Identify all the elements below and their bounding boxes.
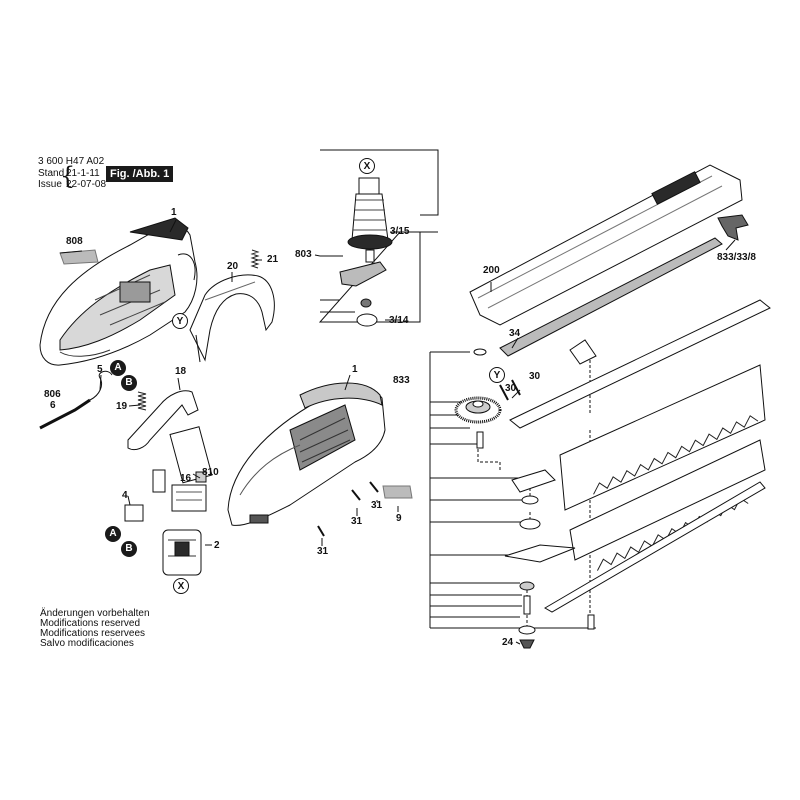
bearing-plate (339, 261, 387, 287)
callout-4: 4 (122, 490, 128, 501)
spacer-plate (511, 469, 556, 493)
callout-16: 16 (180, 473, 192, 484)
blade-guard (469, 164, 743, 326)
marker-a-bottom: A (105, 526, 121, 542)
housing-half-left (39, 217, 198, 366)
gear-rail (509, 299, 771, 429)
modification-notes: Änderungen vorbehalten Modifications res… (40, 609, 150, 649)
callout-19: 19 (116, 401, 128, 412)
rail-34 (499, 237, 723, 357)
callout-34: 34 (509, 328, 521, 339)
note-de: Änderungen vorbehalten (40, 608, 150, 619)
callout-5: 5 (97, 364, 103, 375)
callout-1-right-housing: 1 (352, 364, 358, 375)
callout-30-b: 30 (505, 383, 517, 394)
bearing-3-14 (356, 313, 378, 327)
pin-2 (523, 595, 531, 615)
issue-label: Issue (38, 179, 62, 190)
label-tag-808 (59, 249, 99, 265)
marker-x-top: X (359, 158, 375, 174)
washer-top (473, 348, 487, 356)
nut-24 (519, 639, 535, 649)
pin (476, 431, 484, 449)
washer-24 (518, 625, 536, 635)
marker-x-bottom: X (173, 578, 189, 594)
washer-3 (519, 581, 535, 591)
callout-31-b: 31 (371, 500, 383, 511)
callout-810: 810 (202, 467, 219, 478)
callout-1-left-housing: 1 (171, 207, 177, 218)
washer (521, 495, 539, 505)
stand-label: Stand (38, 168, 65, 179)
callout-21: 21 (267, 254, 279, 265)
callout-806: 806 (44, 389, 61, 400)
spring-19 (137, 391, 147, 411)
callout-31-a: 31 (351, 516, 363, 527)
bottom-rail (544, 481, 766, 613)
washer-2 (519, 518, 541, 530)
note-fr: Modifications reservees (40, 628, 146, 639)
housing-half-right (227, 382, 386, 526)
figure-label: Fig. /Abb. 1 (106, 166, 174, 182)
armature-group-box (318, 149, 439, 323)
leader-lines (59, 219, 736, 645)
label-tag-9 (382, 485, 413, 499)
brace-glyph: { (60, 162, 76, 190)
note-en: Modifications reserved (40, 618, 141, 629)
callout-30-a: 30 (529, 371, 541, 382)
stand-value: 21-1-11 (66, 168, 100, 179)
callout-9: 9 (396, 513, 402, 524)
marker-b-top: B (121, 375, 137, 391)
marker-y-left: Y (172, 313, 188, 329)
switch-assembly (124, 426, 213, 522)
screw-bottom (587, 614, 595, 630)
callout-833: 833 (393, 375, 410, 386)
pins-30 (499, 379, 521, 401)
document-number: 3 600 H47 A02 (38, 156, 105, 167)
callout-200: 200 (483, 265, 500, 276)
marker-y-right: Y (489, 367, 505, 383)
gear-wheel (454, 396, 502, 424)
spring-21 (250, 249, 260, 269)
armature (347, 177, 393, 263)
marker-b-bottom: B (121, 541, 137, 557)
trigger-switch-lever (127, 390, 199, 451)
issue-value: 22-07-08 (66, 179, 107, 190)
bushing (360, 298, 372, 308)
lower-plate (504, 544, 576, 563)
callout-24: 24 (502, 637, 514, 648)
power-cord (39, 370, 113, 430)
callout-803: 803 (295, 249, 312, 260)
handle-cover (189, 274, 275, 363)
callout-2: 2 (214, 540, 220, 551)
callout-20: 20 (227, 261, 239, 272)
key-833-33-8 (717, 214, 749, 241)
marker-a-top: A (110, 360, 126, 376)
screws-31 (317, 481, 379, 537)
note-es: Salvo modificaciones (40, 638, 134, 649)
guide-bracket (569, 339, 597, 365)
callout-31-c: 31 (317, 546, 329, 557)
callout-18: 18 (175, 366, 187, 377)
callout-3-14: 3/14 (389, 315, 409, 326)
callout-6: 6 (50, 400, 56, 411)
callout-3-15: 3/15 (390, 226, 410, 237)
upper-blade (559, 364, 766, 511)
callout-808: 808 (66, 236, 83, 247)
field-coil (162, 529, 202, 576)
callout-833-33-8: 833/33/8 (717, 252, 756, 263)
